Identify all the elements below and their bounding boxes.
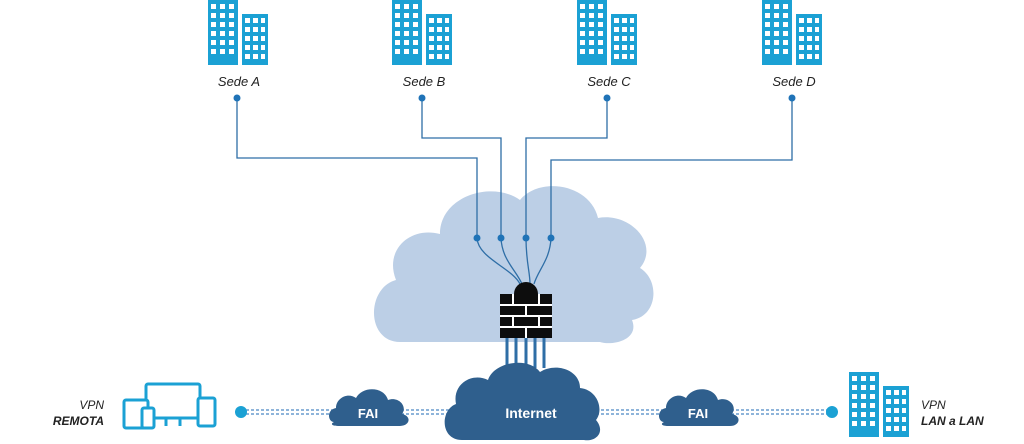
firewall-icon bbox=[500, 282, 552, 368]
site-label-d: Sede D bbox=[772, 74, 815, 89]
internet-label: Internet bbox=[505, 405, 557, 421]
site-links bbox=[236, 98, 793, 285]
site-label-b: Sede B bbox=[403, 74, 446, 89]
link-sede-d bbox=[550, 98, 793, 238]
vpn-remote-line2: REMOTA bbox=[53, 414, 104, 428]
vpn-lan-line1: VPN bbox=[921, 398, 946, 412]
isp-cloud-right: FAI bbox=[659, 389, 739, 426]
connection-dots bbox=[233, 94, 796, 242]
devices-icon bbox=[122, 382, 217, 430]
isp-label-left: FAI bbox=[358, 406, 378, 421]
link-sede-c bbox=[525, 98, 608, 238]
site-label-c: Sede C bbox=[587, 74, 631, 89]
site-label-a: Sede A bbox=[218, 74, 260, 89]
building-icon bbox=[577, 0, 637, 65]
building-icon bbox=[392, 0, 452, 65]
endpoint-dot-left bbox=[235, 406, 247, 418]
lan-building-icon bbox=[849, 372, 909, 437]
endpoint-dot-right bbox=[826, 406, 838, 418]
link-sede-b bbox=[421, 98, 502, 238]
building-icon bbox=[208, 0, 268, 65]
building-icon bbox=[762, 0, 822, 65]
private-cloud bbox=[373, 186, 654, 344]
vpn-lan-line2: LAN a LAN bbox=[921, 414, 984, 428]
internet-cloud: Internet bbox=[444, 362, 601, 441]
vpn-remote-line1: VPN bbox=[79, 398, 104, 412]
isp-label-right: FAI bbox=[688, 406, 708, 421]
isp-cloud-left: FAI bbox=[329, 389, 409, 426]
link-sede-a bbox=[236, 98, 478, 238]
